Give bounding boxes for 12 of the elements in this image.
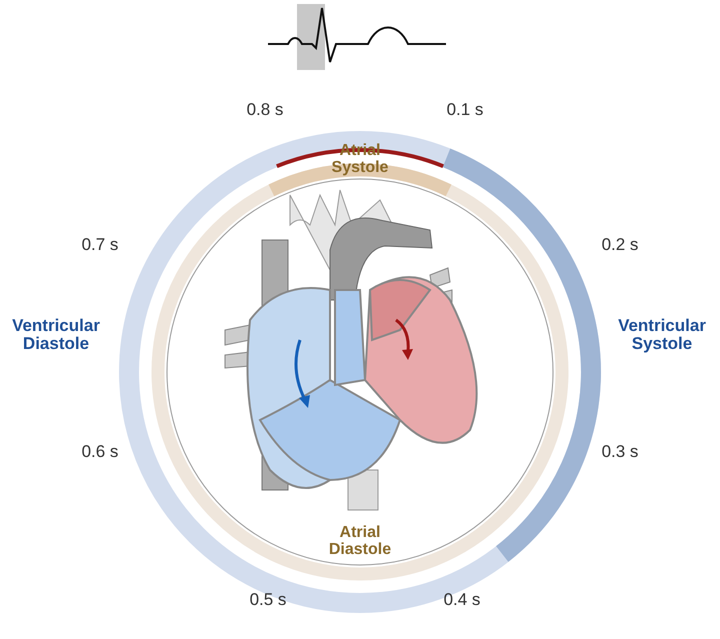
time-label: 0.6 s xyxy=(82,443,118,461)
phase-label: Ventricular Diastole xyxy=(11,317,101,353)
time-label: 0.4 s xyxy=(444,591,480,609)
phase-label: Ventricular Systole xyxy=(617,317,707,353)
time-label: 0.8 s xyxy=(246,101,284,119)
time-label: 0.5 s xyxy=(250,591,286,609)
time-label: 0.1 s xyxy=(446,101,484,119)
time-label: 0.3 s xyxy=(602,443,638,461)
time-label: 0.7 s xyxy=(82,236,118,254)
phase-label: Atrial Systole xyxy=(330,143,390,177)
time-label: 0.2 s xyxy=(602,236,638,254)
phase-label: Atrial Diastole xyxy=(328,525,392,559)
